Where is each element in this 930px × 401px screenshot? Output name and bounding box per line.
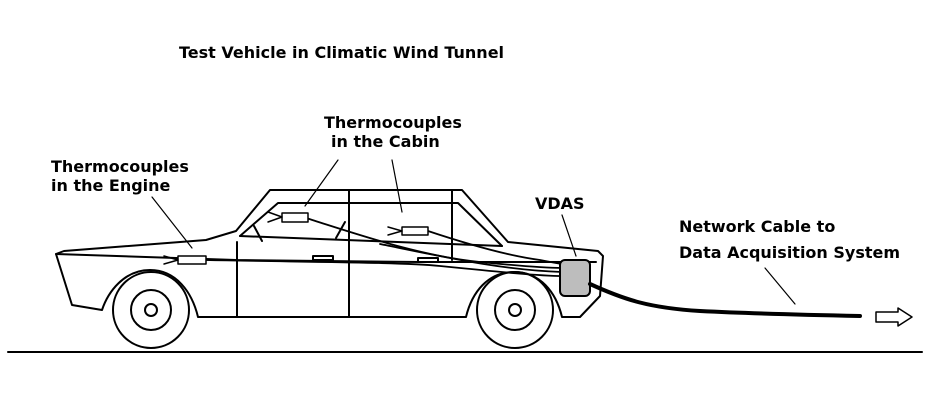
thermocouple-engine — [163, 255, 207, 265]
network-cable — [588, 282, 862, 318]
door-handle-front — [312, 255, 334, 261]
label-engine-line2: in the Engine — [51, 176, 171, 195]
door-handle-rear — [417, 257, 439, 263]
wire-engine — [204, 259, 563, 277]
a-pillar — [239, 235, 503, 247]
wire-cabin-rear — [427, 230, 563, 265]
steering-column — [253, 225, 263, 242]
label-network-line2: Data Acquisition System — [679, 243, 901, 262]
leader-engine — [151, 196, 193, 249]
leader-cabin-front — [304, 159, 339, 207]
car-body — [55, 189, 604, 318]
leader-vdas — [561, 214, 577, 257]
diagram-title: Test Vehicle in Climatic Wind Tunnel — [179, 43, 505, 62]
rear-wheel — [476, 271, 554, 349]
car-windows — [239, 202, 503, 247]
leader-cabin-rear — [391, 159, 403, 213]
wire-extra — [379, 243, 563, 273]
label-cabin-line1: Thermocouples — [324, 113, 462, 132]
front-wheel — [112, 271, 190, 349]
label-cabin-line2: in the Cabin — [331, 132, 440, 151]
label-vdas: VDAS — [535, 194, 585, 213]
vdas-box — [559, 259, 591, 297]
thermocouple-cabin-front — [267, 211, 309, 223]
thermocouple-cabin-rear — [387, 226, 429, 236]
label-engine-line1: Thermocouples — [51, 157, 189, 176]
leader-network — [764, 267, 796, 305]
seat-back — [335, 221, 346, 239]
arrow-icon — [875, 307, 913, 327]
label-network-line1: Network Cable to — [679, 217, 836, 236]
